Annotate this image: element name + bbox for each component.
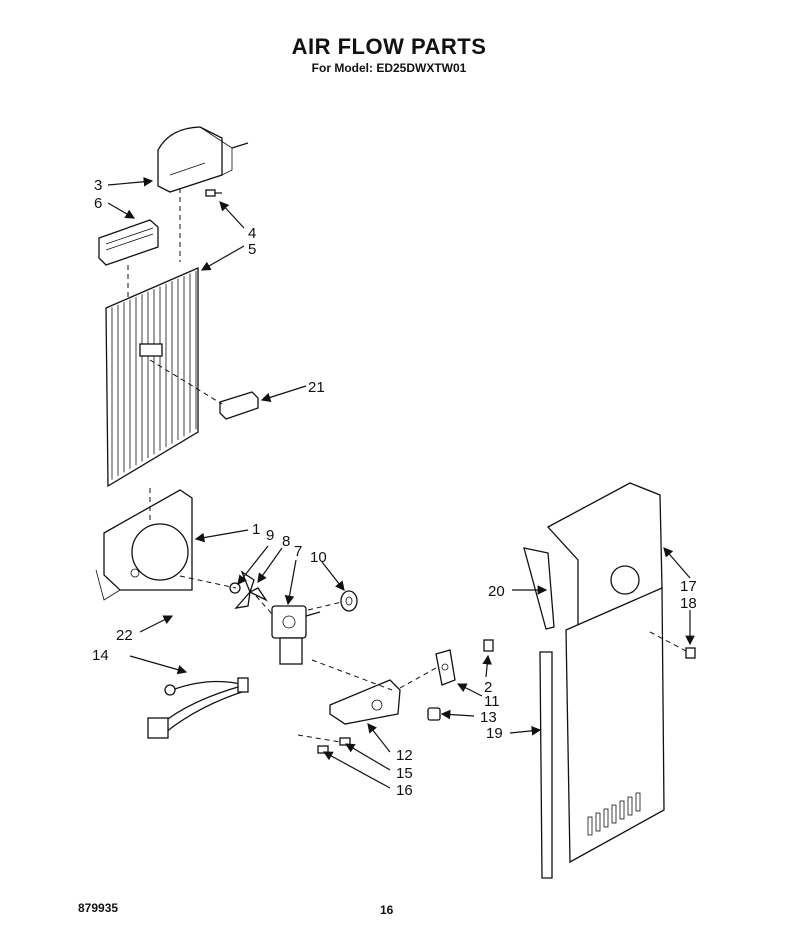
diffuser-part [98,219,159,266]
motor-bracket-part [329,679,401,725]
callout-14: 14 [92,647,109,664]
thermostat-bracket-part [435,649,456,686]
nut-part [427,707,441,721]
document-number: 879935 [78,901,119,915]
bracket-screws-part [317,737,351,754]
diagram-title: AIR FLOW PARTS [291,34,487,59]
callout-4: 4 [248,225,256,242]
callout-7: 7 [294,543,302,560]
grommet-part [340,590,358,612]
callout-9: 9 [266,527,274,544]
callout-labels: 1 2 3 4 5 6 7 8 9 10 11 12 13 14 15 16 1… [92,177,697,799]
fan-shroud-part [95,489,193,601]
page-number: 16 [380,903,394,917]
vent-slots [587,792,641,836]
callout-6: 6 [94,195,102,212]
duct-cover-part [157,126,249,193]
callout-1: 1 [252,521,260,538]
screw-part [205,189,222,197]
callout-22: 22 [116,627,133,644]
callout-12: 12 [396,747,413,764]
callout-15: 15 [396,765,413,782]
gasket-strip-upper-part [523,547,555,630]
assembly-lines [127,188,689,743]
callout-11: 11 [484,693,500,710]
callout-20: 20 [488,583,505,600]
callout-19: 19 [486,725,503,742]
screw-18-part [685,647,696,659]
callout-5: 5 [248,241,256,258]
callout-leaders [107,176,695,789]
air-duct-panel-part [546,482,665,864]
callout-2: 2 [484,679,492,696]
callout-16: 16 [396,782,413,799]
callout-21: 21 [308,379,325,396]
callout-13: 13 [480,709,497,726]
callout-18: 18 [680,595,697,612]
callout-3: 3 [94,177,102,194]
callout-10: 10 [310,549,327,566]
gasket-strip-lower-part [539,651,553,879]
callout-17: 17 [680,578,697,595]
evaporator-cover-part [105,267,199,488]
clip-part [219,391,259,420]
screw-2-part [483,639,494,652]
callout-8: 8 [282,533,290,550]
wire-harness-part [147,677,249,739]
model-subtitle: For Model: ED25DWXTW01 [311,61,467,75]
fan-motor-part [271,605,321,665]
